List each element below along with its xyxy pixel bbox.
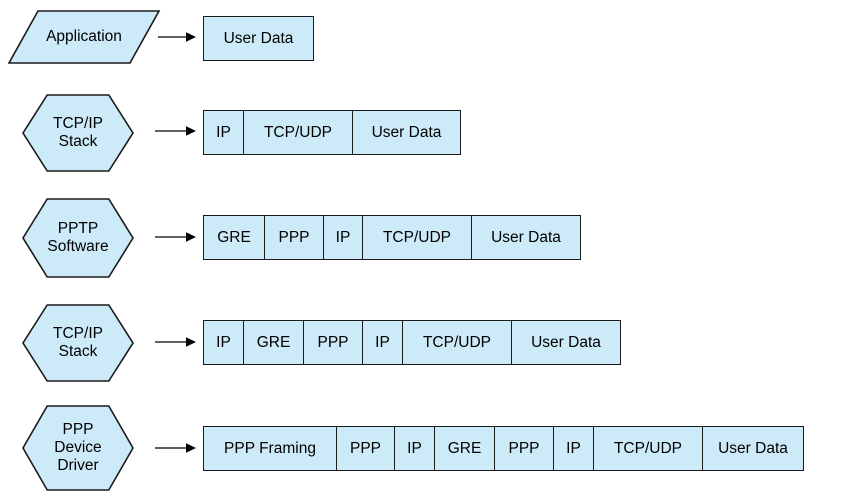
packet-field: IP [395, 427, 435, 470]
packet-field: PPP Framing [204, 427, 337, 470]
packet-field: PPP [265, 216, 324, 259]
packet-field: User Data [703, 427, 803, 470]
packet-strip-application: User Data [203, 16, 314, 61]
packet-field: GRE [244, 321, 304, 364]
packet-field: PPP [304, 321, 363, 364]
packet-field: IP [324, 216, 363, 259]
packet-field: TCP/UDP [244, 111, 353, 154]
packet-field: PPP [337, 427, 395, 470]
packet-field: User Data [512, 321, 620, 364]
arrow-right-icon [155, 441, 196, 455]
packet-field: TCP/UDP [363, 216, 472, 259]
packet-field: IP [363, 321, 403, 364]
layer-shape-application: Application [7, 10, 161, 64]
hexagon-shape-icon [22, 94, 134, 172]
packet-field: IP [204, 111, 244, 154]
arrow-right-icon [158, 30, 196, 44]
parallelogram-shape-icon [7, 10, 161, 64]
packet-field: IP [204, 321, 244, 364]
hexagon-shape-icon [22, 304, 134, 382]
arrow-right-icon [155, 230, 196, 244]
packet-field: GRE [204, 216, 265, 259]
hexagon-shape-icon [22, 198, 134, 278]
packet-field: IP [554, 427, 594, 470]
arrow-right-icon [155, 335, 196, 349]
packet-field: User Data [353, 111, 460, 154]
packet-field: PPP [495, 427, 554, 470]
hexagon-shape-icon [22, 405, 134, 491]
packet-field: User Data [472, 216, 580, 259]
packet-field: User Data [204, 17, 313, 60]
packet-field: TCP/UDP [403, 321, 512, 364]
packet-field: TCP/UDP [594, 427, 703, 470]
packet-field: GRE [435, 427, 495, 470]
arrow-right-icon [155, 124, 196, 138]
